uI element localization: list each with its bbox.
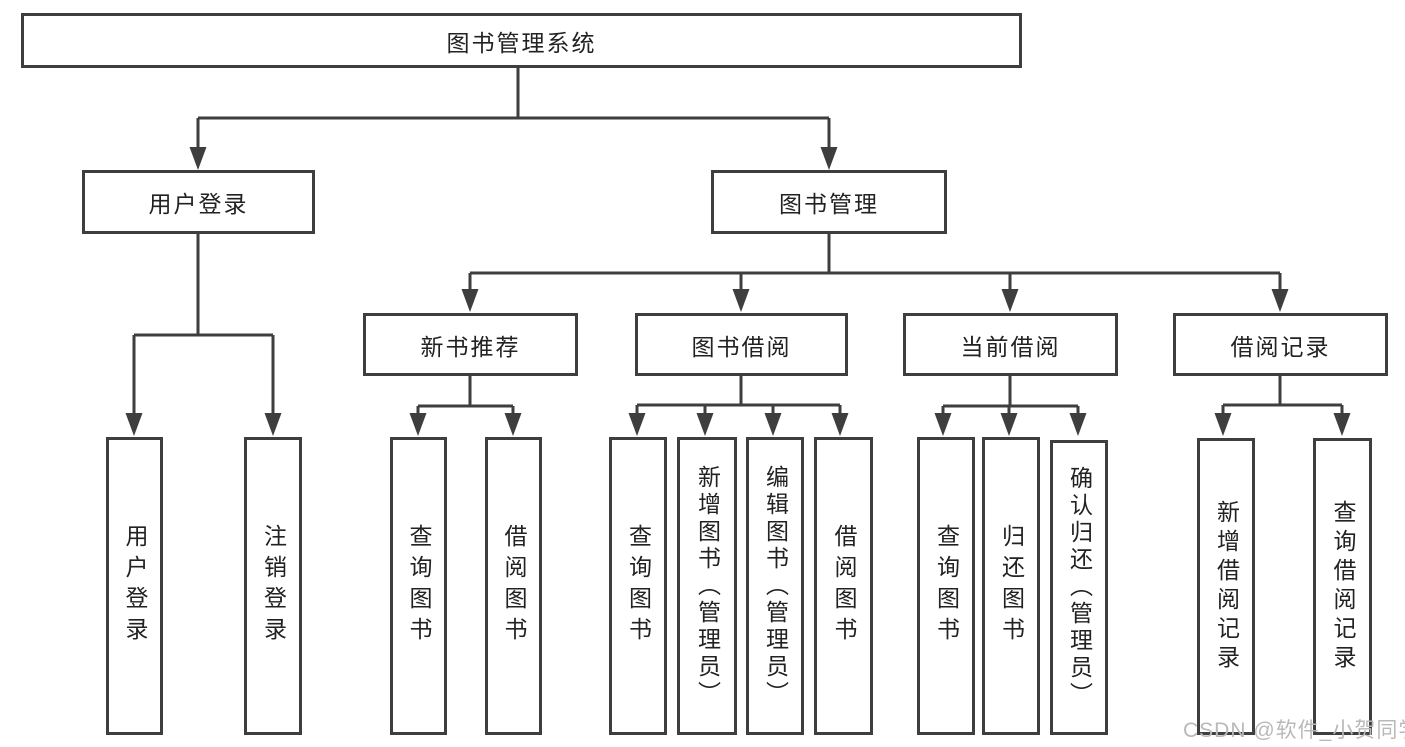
node-label: 新书推荐	[420, 333, 521, 360]
leaf-logout: 注销登录	[244, 437, 302, 735]
node-borrow-records: 借阅记录	[1173, 313, 1388, 376]
leaf-borrow-add-books: 新增图书（管理员）	[677, 437, 737, 735]
watermark-text: CSDN @软件_小贺同学	[1183, 719, 1405, 742]
leaf-recommend-query-books: 查询图书	[390, 437, 447, 735]
leaf-records-add-record: 新增借阅记录	[1197, 438, 1255, 735]
leaf-current-query-books: 查询图书	[917, 437, 975, 735]
node-label: 查询图书	[406, 524, 432, 648]
node-label: 借阅记录	[1230, 333, 1331, 360]
leaf-borrow-query-books: 查询图书	[609, 437, 667, 735]
node-label: 归还图书	[998, 524, 1025, 648]
node-book-borrow: 图书借阅	[635, 313, 848, 376]
node-label: 借阅图书	[831, 524, 857, 648]
leaf-borrow-edit-books: 编辑图书（管理员）	[746, 437, 804, 735]
node-label: 当前借阅	[960, 333, 1061, 360]
node-user-login: 用户登录	[82, 170, 315, 234]
node-new-book-recommend: 新书推荐	[363, 313, 578, 376]
node-current-borrow: 当前借阅	[903, 313, 1118, 376]
node-label: 图书管理系统	[446, 29, 597, 56]
leaf-borrow-borrow-books: 借阅图书	[814, 437, 873, 735]
leaf-recommend-borrow-books: 借阅图书	[485, 437, 542, 735]
leaf-current-confirm-return: 确认归还（管理员）	[1050, 440, 1108, 735]
leaf-records-query-record: 查询借阅记录	[1313, 438, 1372, 735]
leaf-user-login: 用户登录	[106, 437, 163, 735]
node-label: 查询图书	[625, 524, 652, 648]
leaf-current-return-books: 归还图书	[982, 437, 1040, 735]
node-book-management: 图书管理	[711, 170, 947, 234]
node-label: 图书借阅	[691, 333, 792, 360]
node-label: 编辑图书（管理员）	[762, 464, 789, 708]
node-label: 图书管理	[779, 191, 879, 217]
node-library-system: 图书管理系统	[21, 13, 1022, 68]
node-label: 用户登录	[122, 524, 148, 648]
node-label: 查询借阅记录	[1330, 499, 1356, 674]
node-label: 查询图书	[933, 524, 960, 648]
node-label: 用户登录	[148, 191, 249, 217]
node-label: 新增借阅记录	[1213, 499, 1240, 674]
connector-arrowheads	[125, 147, 1351, 436]
node-label: 确认归还（管理员）	[1066, 466, 1093, 709]
node-label: 借阅图书	[501, 524, 527, 648]
node-label: 注销登录	[260, 524, 287, 648]
connector-strokes	[132, 68, 1344, 417]
node-label: 新增图书（管理员）	[694, 464, 721, 708]
